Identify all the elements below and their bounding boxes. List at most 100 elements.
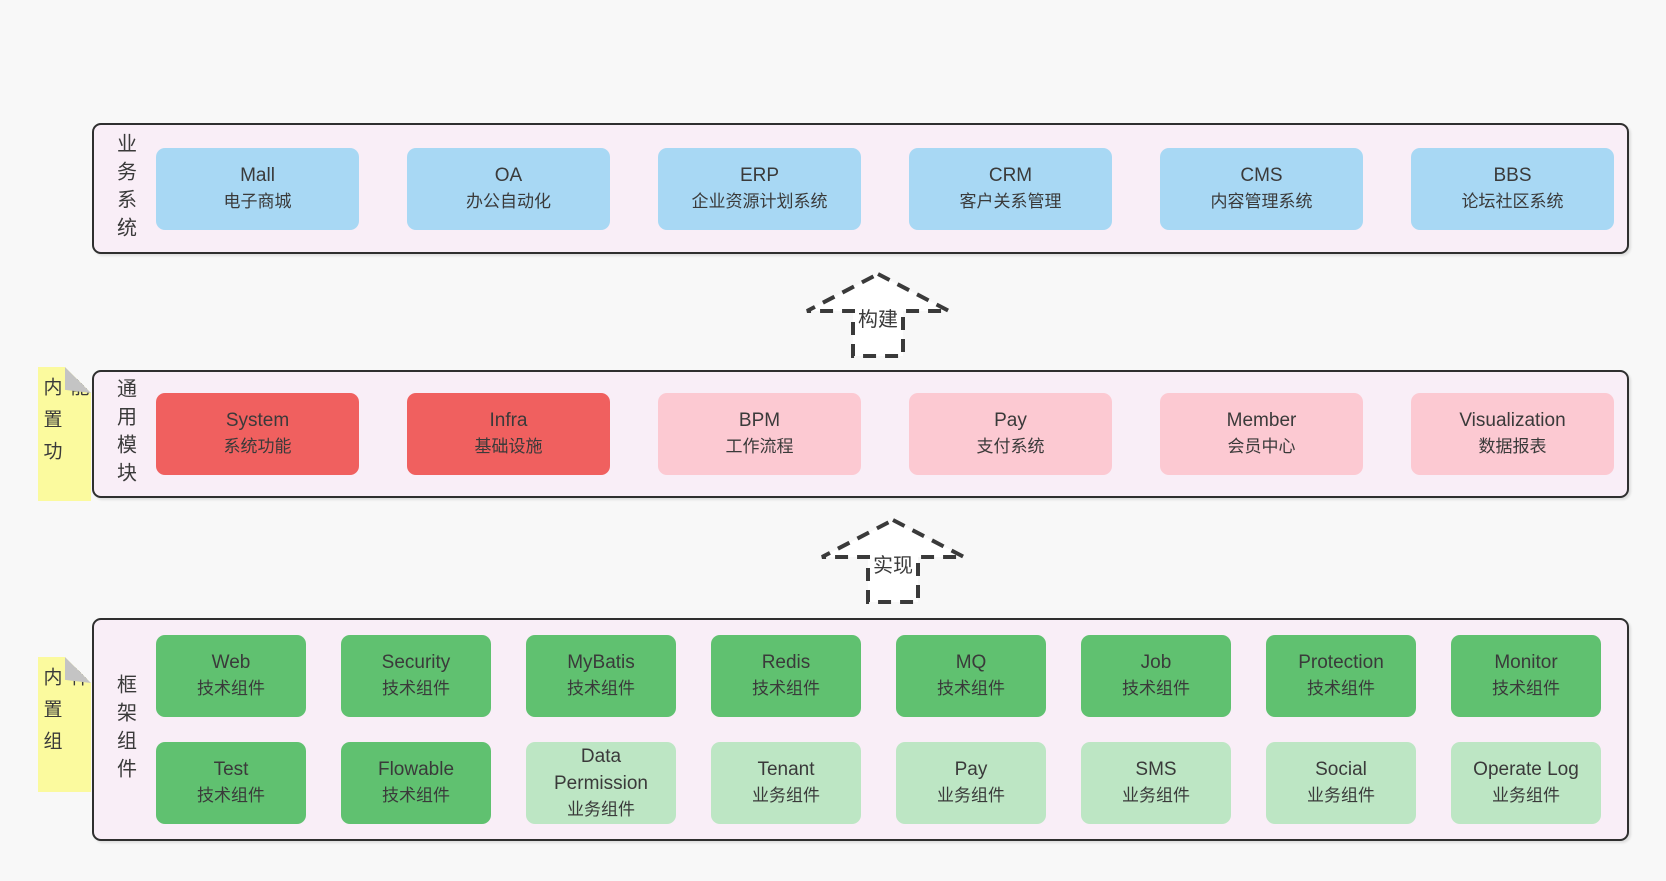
box-bpm-desc: 工作流程 (725, 437, 794, 457)
panel-business-systems: 业务系统 Mall 电子商城 OA 办公自动化 ERP 企业资源计划系统 CRM… (92, 123, 1629, 254)
arrow-build-label: 构建 (855, 303, 901, 332)
components-row-2: Test 技术组件 Flowable 技术组件 Data Permission … (156, 742, 1611, 824)
box-test-desc: 技术组件 (197, 786, 265, 806)
box-social-name: Social (1315, 759, 1367, 781)
box-mall: Mall 电子商城 (156, 147, 359, 230)
box-security: Security 技术组件 (341, 635, 491, 717)
box-infra: Infra 基础设施 (407, 393, 610, 475)
business-row: Mall 电子商城 OA 办公自动化 ERP 企业资源计划系统 CRM 客户关系… (156, 147, 1614, 230)
panel-common-modules: 通用模块 System 系统功能 Infra 基础设施 BPM 工作流程 Pay… (92, 370, 1629, 498)
panel-business-label: 业务系统 (113, 132, 136, 245)
box-flowable-name: Flowable (377, 759, 455, 781)
box-oa-name: OA (494, 164, 523, 186)
box-test-name: Test (213, 759, 249, 781)
box-mall-name: Mall (240, 164, 275, 186)
box-bbs-desc: 论坛社区系统 (1461, 191, 1564, 211)
box-visualization-name: Visualization (1459, 410, 1566, 432)
box-visualization: Visualization 数据报表 (1411, 393, 1614, 475)
box-tenant-name: Tenant (757, 759, 815, 781)
box-security-name: Security (381, 652, 451, 674)
panel-modules-label: 通用模块 (113, 378, 136, 490)
panel-framework-components: 框架组件 Web 技术组件 Security 技术组件 MyBatis 技术组件… (92, 618, 1629, 841)
box-mall-desc: 电子商城 (223, 191, 292, 211)
box-system: System 系统功能 (156, 393, 359, 475)
modules-rows: System 系统功能 Infra 基础设施 BPM 工作流程 Pay 支付系统… (156, 372, 1630, 496)
box-tenant: Tenant 业务组件 (711, 742, 861, 824)
box-member-desc: 会员中心 (1227, 437, 1296, 457)
box-member: Member 会员中心 (1160, 393, 1363, 475)
box-pay-module-desc: 支付系统 (976, 437, 1045, 457)
box-security-desc: 技术组件 (382, 679, 450, 699)
box-sms-desc: 业务组件 (1122, 786, 1190, 806)
box-flowable: Flowable 技术组件 (341, 742, 491, 824)
box-mybatis-desc: 技术组件 (567, 679, 635, 699)
box-protection-desc: 技术组件 (1307, 679, 1375, 699)
box-sms-name: SMS (1135, 759, 1177, 781)
box-monitor: Monitor 技术组件 (1451, 635, 1601, 717)
box-data-permission-desc: 业务组件 (567, 799, 635, 819)
box-social: Social 业务组件 (1266, 742, 1416, 824)
box-pay-component: Pay 业务组件 (896, 742, 1046, 824)
box-job-desc: 技术组件 (1122, 679, 1190, 699)
box-tenant-desc: 业务组件 (752, 786, 820, 806)
box-pay-component-name: Pay (954, 759, 988, 781)
box-bpm-name: BPM (738, 410, 781, 432)
box-mq-name: MQ (955, 652, 987, 674)
box-system-name: System (225, 410, 290, 432)
box-job: Job 技术组件 (1081, 635, 1231, 717)
box-erp: ERP 企业资源计划系统 (658, 147, 861, 230)
box-redis-name: Redis (761, 652, 811, 674)
box-operate-log: Operate Log 业务组件 (1451, 742, 1601, 824)
box-protection: Protection 技术组件 (1266, 635, 1416, 717)
box-cms-desc: 内容管理系统 (1210, 191, 1313, 211)
box-infra-name: Infra (489, 410, 528, 432)
box-bpm: BPM 工作流程 (658, 393, 861, 475)
box-mybatis: MyBatis 技术组件 (526, 635, 676, 717)
box-job-name: Job (1140, 652, 1172, 674)
box-data-permission: Data Permission 业务组件 (526, 742, 676, 824)
box-oa: OA 办公自动化 (407, 147, 610, 230)
box-visualization-desc: 数据报表 (1478, 437, 1547, 457)
box-erp-desc: 企业资源计划系统 (691, 191, 828, 211)
box-bbs: BBS 论坛社区系统 (1411, 147, 1614, 230)
box-crm: CRM 客户关系管理 (909, 147, 1112, 230)
panel-components-label: 框架组件 (113, 673, 136, 786)
box-redis-desc: 技术组件 (752, 679, 820, 699)
box-web-name: Web (211, 652, 251, 674)
box-crm-desc: 客户关系管理 (959, 191, 1062, 211)
box-mybatis-name: MyBatis (567, 652, 635, 674)
box-web-desc: 技术组件 (197, 679, 265, 699)
box-operate-log-name: Operate Log (1473, 759, 1579, 781)
box-web: Web 技术组件 (156, 635, 306, 717)
box-crm-name: CRM (988, 164, 1033, 186)
box-member-name: Member (1226, 410, 1297, 432)
box-cms-name: CMS (1240, 164, 1283, 186)
box-social-desc: 业务组件 (1307, 786, 1375, 806)
box-operate-log-desc: 业务组件 (1492, 786, 1560, 806)
box-system-desc: 系统功能 (223, 437, 292, 457)
box-monitor-name: Monitor (1494, 652, 1558, 674)
box-erp-name: ERP (739, 164, 780, 186)
arrow-up-implement-icon: 实现 (818, 516, 968, 606)
components-row-1: Web 技术组件 Security 技术组件 MyBatis 技术组件 Redi… (156, 635, 1611, 717)
folded-corner-icon (65, 367, 91, 393)
box-data-permission-name: Data Permission (554, 745, 648, 794)
box-pay-module-name: Pay (994, 410, 1027, 432)
modules-row: System 系统功能 Infra 基础设施 BPM 工作流程 Pay 支付系统… (156, 393, 1614, 475)
box-redis: Redis 技术组件 (711, 635, 861, 717)
box-cms: CMS 内容管理系统 (1160, 147, 1363, 230)
components-rows: Web 技术组件 Security 技术组件 MyBatis 技术组件 Redi… (156, 620, 1627, 839)
box-sms: SMS 业务组件 (1081, 742, 1231, 824)
sticky-note-built-in-features: 内置功能 (38, 367, 91, 501)
box-mq-desc: 技术组件 (937, 679, 1005, 699)
box-test: Test 技术组件 (156, 742, 306, 824)
box-monitor-desc: 技术组件 (1492, 679, 1560, 699)
arrow-up-build-icon: 构建 (803, 270, 953, 360)
box-pay-module: Pay 支付系统 (909, 393, 1112, 475)
business-rows: Mall 电子商城 OA 办公自动化 ERP 企业资源计划系统 CRM 客户关系… (156, 125, 1630, 252)
folded-corner-icon (65, 657, 91, 683)
box-flowable-desc: 技术组件 (382, 786, 450, 806)
box-protection-name: Protection (1298, 652, 1384, 674)
box-bbs-name: BBS (1493, 164, 1532, 186)
